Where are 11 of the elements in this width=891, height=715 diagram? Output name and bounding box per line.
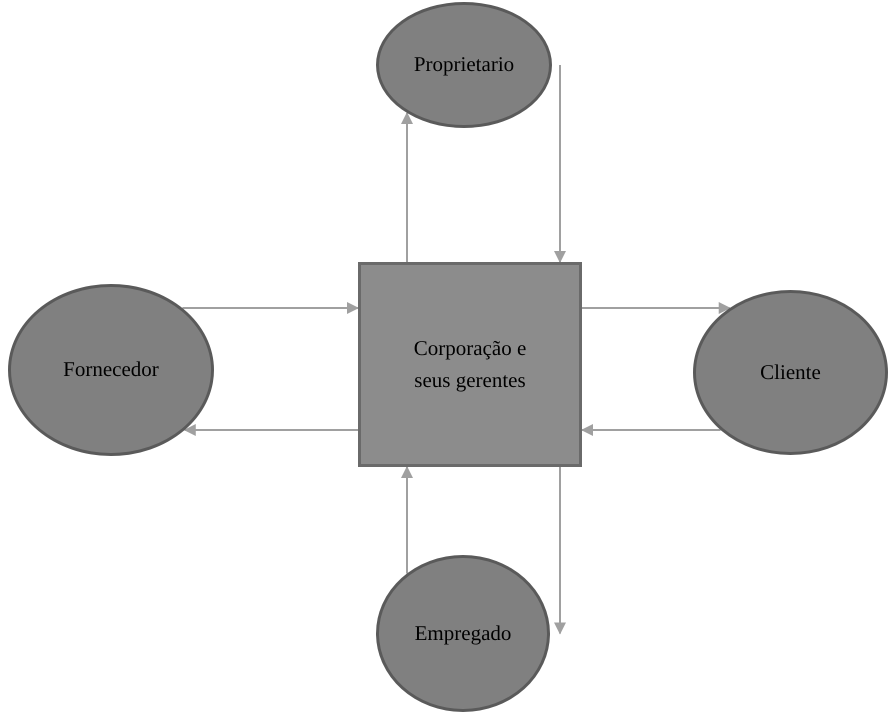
arrow: [554, 65, 566, 263]
arrow: [582, 302, 731, 314]
node-label: Empregado: [414, 620, 512, 647]
arrow: [401, 112, 413, 262]
node-label: Fornecedor: [63, 356, 159, 384]
process-box: [358, 262, 582, 467]
node-label: Proprietario: [414, 51, 514, 78]
node-label: Corporação e seus gerentes: [412, 335, 528, 394]
arrow: [401, 466, 413, 574]
arrow: [554, 467, 566, 634]
node-label: Cliente: [760, 358, 821, 386]
